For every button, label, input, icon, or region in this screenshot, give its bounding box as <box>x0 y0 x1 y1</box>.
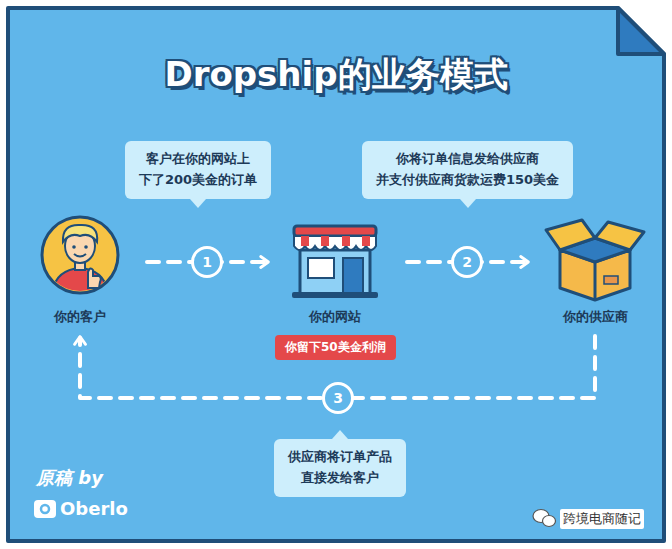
node-text: 你的网站 <box>275 308 395 326</box>
oberlo-logo-mark <box>34 500 56 518</box>
speech-bubble: 你将订单信息发给供应商 并支付供应商货款运费150美金 <box>362 141 573 199</box>
profit-badge: 你留下50美金利润 <box>275 335 396 360</box>
bubble-tail <box>190 199 206 208</box>
step-number: 3 <box>322 382 354 414</box>
customer-node: 你的客户 <box>25 214 135 326</box>
wechat-icon <box>533 510 556 527</box>
bubble-tail <box>460 199 476 208</box>
watermark: 跨境电商随记 <box>560 509 644 529</box>
speech-bubble: 供应商将订单产品 直接发给客户 <box>274 439 406 497</box>
credit-text: 原稿 by <box>36 466 103 490</box>
box-icon <box>546 220 644 300</box>
diagram-title: Dropship的业务模式 <box>0 52 672 98</box>
store-icon <box>292 226 378 298</box>
supplier-node: 你的供应商 <box>535 214 655 326</box>
node-text: 供应商将订单产品 直接发给客户 <box>288 447 392 489</box>
brand-logo-text: Oberlo <box>60 498 128 519</box>
speech-bubble: 客户在你的网站上 下了200美金的订单 <box>125 141 271 199</box>
customer-icon <box>42 217 118 295</box>
node-text: 客户在你的网站上 下了200美金的订单 <box>139 149 257 191</box>
node-text: 你的客户 <box>25 308 135 326</box>
bubble-tail <box>332 430 348 439</box>
node-text: 你留下50美金利润 <box>285 339 386 356</box>
node-text: 你的供应商 <box>535 308 655 326</box>
step-number: 2 <box>451 246 483 278</box>
step-number: 1 <box>191 246 223 278</box>
node-text: 你将订单信息发给供应商 并支付供应商货款运费150美金 <box>376 149 559 191</box>
website-node: 你的网站 <box>275 214 395 326</box>
